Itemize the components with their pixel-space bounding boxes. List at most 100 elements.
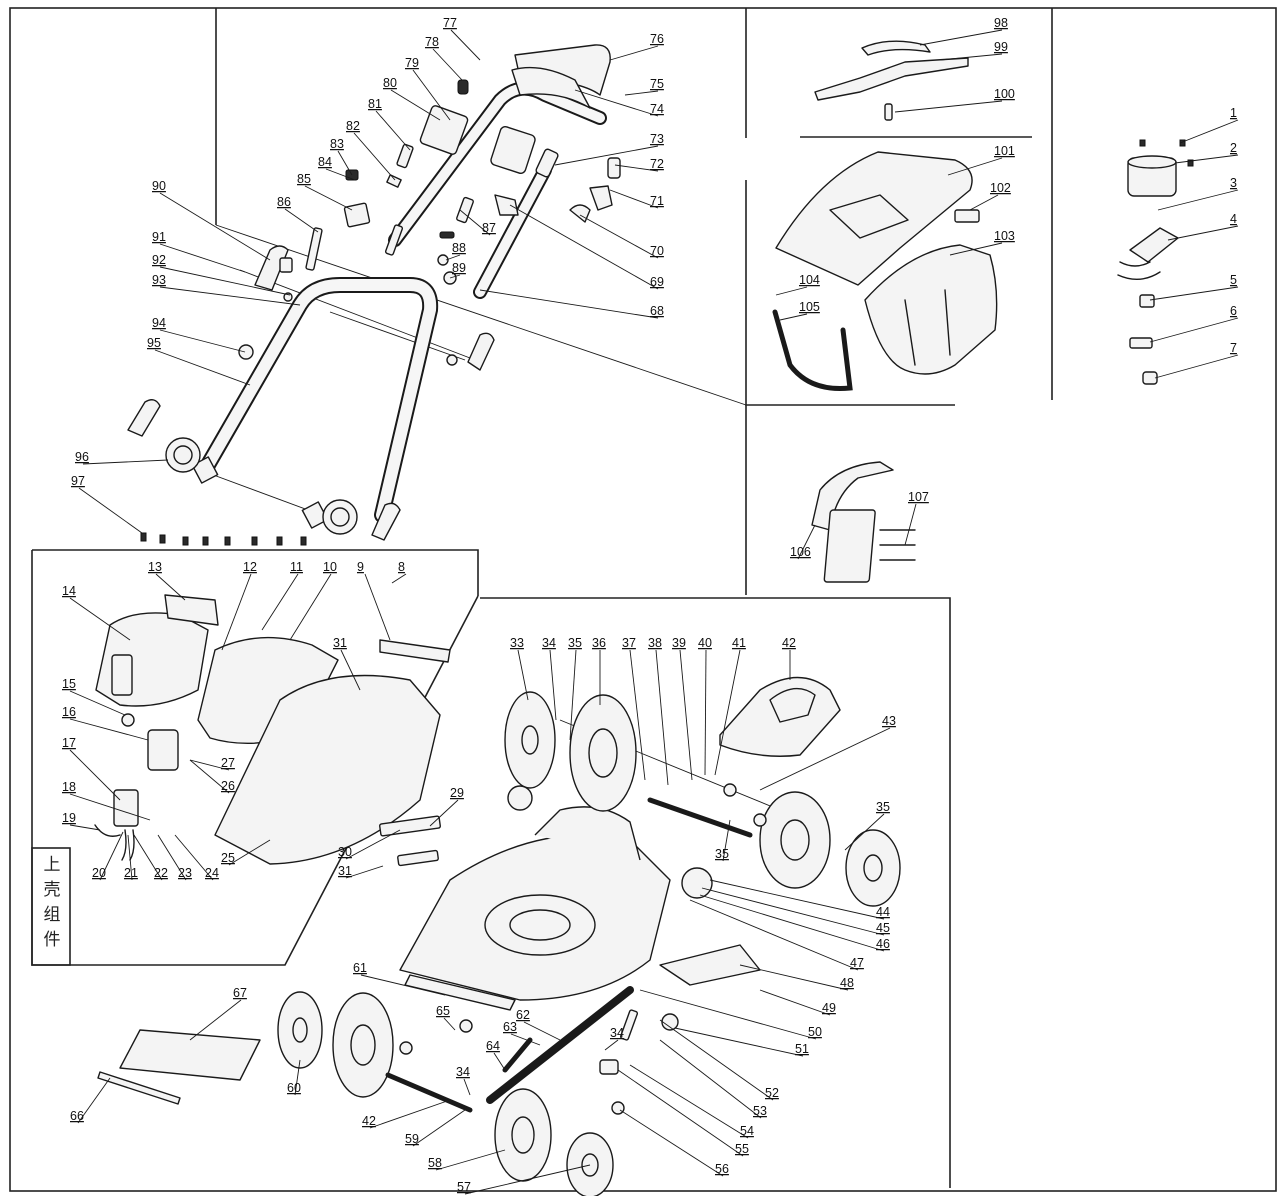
leader-line [435, 1149, 506, 1171]
leader-line [445, 254, 461, 261]
callout-36: 36 [592, 636, 606, 705]
leader-line [345, 865, 384, 879]
part-number-label: 41 [732, 636, 746, 650]
callout-65: 65 [436, 1004, 456, 1031]
callout-59: 59 [405, 1109, 466, 1147]
leader-line [345, 829, 401, 860]
callout-9: 9 [357, 560, 391, 641]
callout-35: 35 [568, 636, 582, 741]
callout-34: 34 [604, 1026, 624, 1051]
part-number-label: 12 [243, 560, 257, 574]
leader-line [949, 242, 1003, 256]
part-number-label: 1 [1230, 106, 1237, 120]
leader-line [294, 1059, 301, 1096]
part-number-label: 11 [290, 560, 303, 574]
leader-line [639, 989, 817, 1040]
part-number-label: 74 [650, 102, 664, 116]
part-number-label: 58 [428, 1156, 442, 1170]
callout-89: 89 [449, 261, 466, 279]
callout-42: 42 [362, 1099, 451, 1129]
battery-cover [719, 676, 841, 757]
callout-19: 19 [62, 811, 101, 831]
leader-line [261, 573, 299, 631]
callout-6: 6 [1149, 304, 1239, 343]
callout-13: 13 [148, 560, 186, 601]
svg-text:组: 组 [44, 905, 61, 925]
part-number-label: 18 [62, 780, 76, 794]
part-number-label: 35 [715, 847, 729, 861]
leader-line [574, 89, 659, 117]
leader-line [1174, 154, 1239, 164]
height-adjust-discs [165, 437, 358, 535]
leader-line [947, 157, 1003, 176]
svg-text:件: 件 [44, 930, 61, 950]
callout-70: 70 [579, 214, 664, 259]
callout-63: 63 [503, 1020, 541, 1046]
part-number-label: 64 [486, 1039, 500, 1053]
leader-line [659, 1039, 762, 1119]
callout-50: 50 [639, 989, 822, 1040]
part-number-label: 34 [542, 636, 556, 650]
callout-11: 11 [261, 560, 303, 631]
callout-72: 72 [614, 157, 664, 172]
leader-line [82, 459, 169, 465]
part-number-label: 77 [443, 16, 457, 30]
part-number-label: 5 [1230, 273, 1237, 287]
leader-line [443, 1017, 456, 1031]
callout-43: 43 [759, 714, 896, 791]
callout-75: 75 [624, 77, 664, 96]
callout-42: 42 [782, 636, 796, 680]
callout-35: 35 [844, 800, 890, 851]
part-number-label: 34 [456, 1065, 470, 1079]
rear-flap [811, 461, 916, 583]
part-number-label: 16 [62, 705, 76, 719]
leader-line [1157, 189, 1239, 211]
callout-25: 25 [221, 839, 271, 866]
part-number-label: 52 [765, 1086, 779, 1100]
callout-64: 64 [486, 1039, 506, 1071]
callout-53: 53 [659, 1039, 767, 1119]
part-number-label: 54 [740, 1124, 754, 1138]
part-number-label: 56 [715, 1162, 729, 1176]
leader-line [894, 100, 1003, 113]
part-number-label: 49 [822, 1001, 836, 1015]
callout-40: 40 [698, 636, 712, 776]
part-number-label: 36 [592, 636, 606, 650]
leader-line [617, 1069, 744, 1157]
leader-line [517, 649, 529, 701]
part-number-label: 73 [650, 132, 664, 146]
callout-27: 27 [189, 756, 235, 771]
callout-57: 57 [457, 1164, 591, 1195]
leader-line [509, 204, 659, 290]
leader-line [221, 573, 252, 651]
callout-29: 29 [429, 786, 464, 827]
part-number-label: 42 [362, 1114, 376, 1128]
small-hardware [399, 783, 767, 1115]
callout-8: 8 [391, 560, 407, 584]
leader-line [228, 839, 271, 866]
callout-17: 17 [62, 736, 121, 801]
part-number-label: 78 [425, 35, 439, 49]
leader-line [159, 266, 291, 296]
leader-line [679, 649, 693, 781]
leader-line [69, 793, 151, 821]
handle-clamps [127, 245, 495, 541]
leader-line [154, 349, 251, 386]
callout-39: 39 [672, 636, 693, 781]
leader-line [549, 649, 557, 721]
mulch-plate [97, 1029, 261, 1105]
part-number-label: 98 [994, 16, 1008, 30]
callout-98: 98 [919, 16, 1008, 46]
part-number-label: 34 [610, 1026, 624, 1040]
callout-82: 82 [346, 119, 396, 181]
part-number-label: 84 [318, 155, 332, 169]
screws-row [140, 532, 307, 546]
leader-line [284, 208, 319, 233]
leader-line [1167, 225, 1239, 241]
leader-line [554, 145, 659, 166]
part-number-label: 104 [799, 273, 820, 287]
axles-and-rods [385, 797, 761, 1113]
leader-line [604, 1039, 619, 1051]
leader-line [629, 649, 646, 781]
callout-2: 2 [1174, 141, 1239, 164]
